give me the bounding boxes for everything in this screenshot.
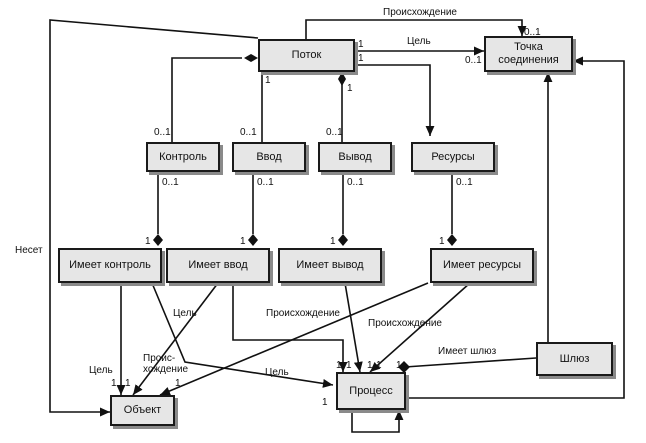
label-01-resursy-bottom: 0..1 (456, 177, 473, 188)
diamond-ivy (338, 234, 348, 246)
label-imeet-shlyuz: Имеет шлюз (438, 346, 497, 357)
box-shlyuz[interactable]: Шлюз (536, 342, 613, 376)
diamond-potok-vyvod (338, 72, 346, 86)
label-one-potok-left: 1 (265, 75, 271, 86)
box-process[interactable]: Процесс (336, 372, 406, 410)
label-one-potok-res: 1 (358, 53, 364, 64)
label-one-ir: 1 (439, 236, 445, 247)
assoc-process-tochka (405, 56, 625, 399)
label-01-vvod-bottom: 0..1 (257, 177, 274, 188)
box-potok[interactable]: Поток (258, 39, 355, 72)
label-tsel-ik: Цель (173, 308, 197, 319)
label-01-vvod-top: 0..1 (240, 127, 257, 138)
label-01-kontrol-bottom: 0..1 (162, 177, 179, 188)
label-one-obekt-c: 1 (175, 378, 181, 389)
label-one-ivy: 1 (330, 236, 336, 247)
assoc-process-self (351, 410, 404, 433)
assoc-ir-process (369, 282, 471, 373)
label-one-ik: 1 (145, 236, 151, 247)
label-neset: Несет (15, 245, 43, 256)
diamond-iv (248, 234, 258, 246)
label-one-pr-a: 1 (336, 360, 342, 371)
label-one-potok-mid: 1 (347, 83, 353, 94)
box-resursy-label: Ресурсы (431, 150, 475, 163)
box-imeet-vvod[interactable]: Имеет ввод (166, 248, 270, 283)
assoc-potok-kontrol (171, 57, 242, 142)
assoc-potok-resursy (355, 64, 435, 136)
label-tsel-process: Цель (265, 367, 289, 378)
diamond-ik (153, 234, 163, 246)
label-one-pr-b: 1 (346, 360, 352, 371)
box-resursy[interactable]: Ресурсы (411, 142, 495, 172)
box-imeet-resursy-label: Имеет ресурсы (442, 259, 522, 271)
box-imeet-vyvod[interactable]: Имеет вывод (278, 248, 382, 283)
label-one-obekt-b: 1 (125, 378, 131, 389)
assoc-potok-tochka-proiskhozhdenie (305, 19, 527, 39)
label-proiskhozhdenie-right: Происхождение (368, 318, 442, 329)
label-proiskh-obekt: Проис- хождение (143, 353, 189, 375)
box-imeet-resursy[interactable]: Имеет ресурсы (430, 248, 534, 283)
label-one-iv: 1 (240, 236, 246, 247)
label-one-pr-e: 1 (396, 360, 402, 371)
label-one-obekt-a: 1 (111, 378, 117, 389)
box-obekt-label: Объект (123, 404, 162, 416)
label-zero-one-tochka-left: 0..1 (465, 55, 482, 66)
box-imeet-vyvod-label: Имеет вывод (296, 259, 364, 271)
box-vyvod[interactable]: Вывод (318, 142, 392, 172)
diamond-process-shlyuz (398, 361, 410, 373)
label-01-kontrol-top: 0..1 (154, 127, 171, 138)
label-one-pr-f: 1 (322, 397, 328, 408)
label-01-vyvod-bottom: 0..1 (347, 177, 364, 188)
assoc-shlyuz-process (404, 357, 537, 368)
box-vvod[interactable]: Ввод (232, 142, 306, 172)
box-tochka-soedineniya[interactable]: Точка соединения (484, 36, 573, 72)
box-potok-label: Поток (291, 49, 322, 61)
label-one-pr-c: 1 (367, 360, 373, 371)
box-kontrol-label: Контроль (159, 150, 207, 163)
label-tsel-obekt: Цель (89, 365, 113, 376)
box-obekt[interactable]: Объект (110, 395, 175, 426)
box-kontrol[interactable]: Контроль (146, 142, 220, 172)
assoc-ivy-process (344, 282, 363, 373)
box-imeet-kontrol[interactable]: Имеет контроль (58, 248, 162, 283)
box-imeet-kontrol-label: Имеет контроль (69, 259, 151, 271)
box-shlyuz-label: Шлюз (559, 352, 590, 365)
diamond-potok-kontrol (244, 54, 258, 62)
box-process-label: Процесс (349, 384, 393, 397)
label-one-potok-right: 1 (358, 39, 364, 50)
label-proiskhozhdenie-mid: Происхождение (266, 308, 340, 319)
assoc-ir-obekt (159, 282, 429, 396)
assoc-ik-process (151, 282, 334, 388)
box-tochka-label: Точка соединения (498, 41, 559, 66)
assoc-iv-obekt (132, 282, 219, 396)
box-imeet-vvod-label: Имеет ввод (188, 259, 248, 271)
assoc-neset (49, 19, 259, 417)
diamond-ir (447, 234, 457, 246)
box-vvod-label: Ввод (256, 150, 282, 163)
label-proiskhozhdenie-top: Происхождение (383, 7, 457, 18)
label-zero-one-tochka-top: 0..1 (524, 27, 541, 38)
label-one-pr-d: 1 (376, 360, 382, 371)
label-01-vyvod-top: 0..1 (326, 127, 343, 138)
box-vyvod-label: Вывод (338, 150, 372, 163)
label-tsel-top: Цель (407, 36, 431, 47)
assoc-iv-process (232, 283, 348, 372)
